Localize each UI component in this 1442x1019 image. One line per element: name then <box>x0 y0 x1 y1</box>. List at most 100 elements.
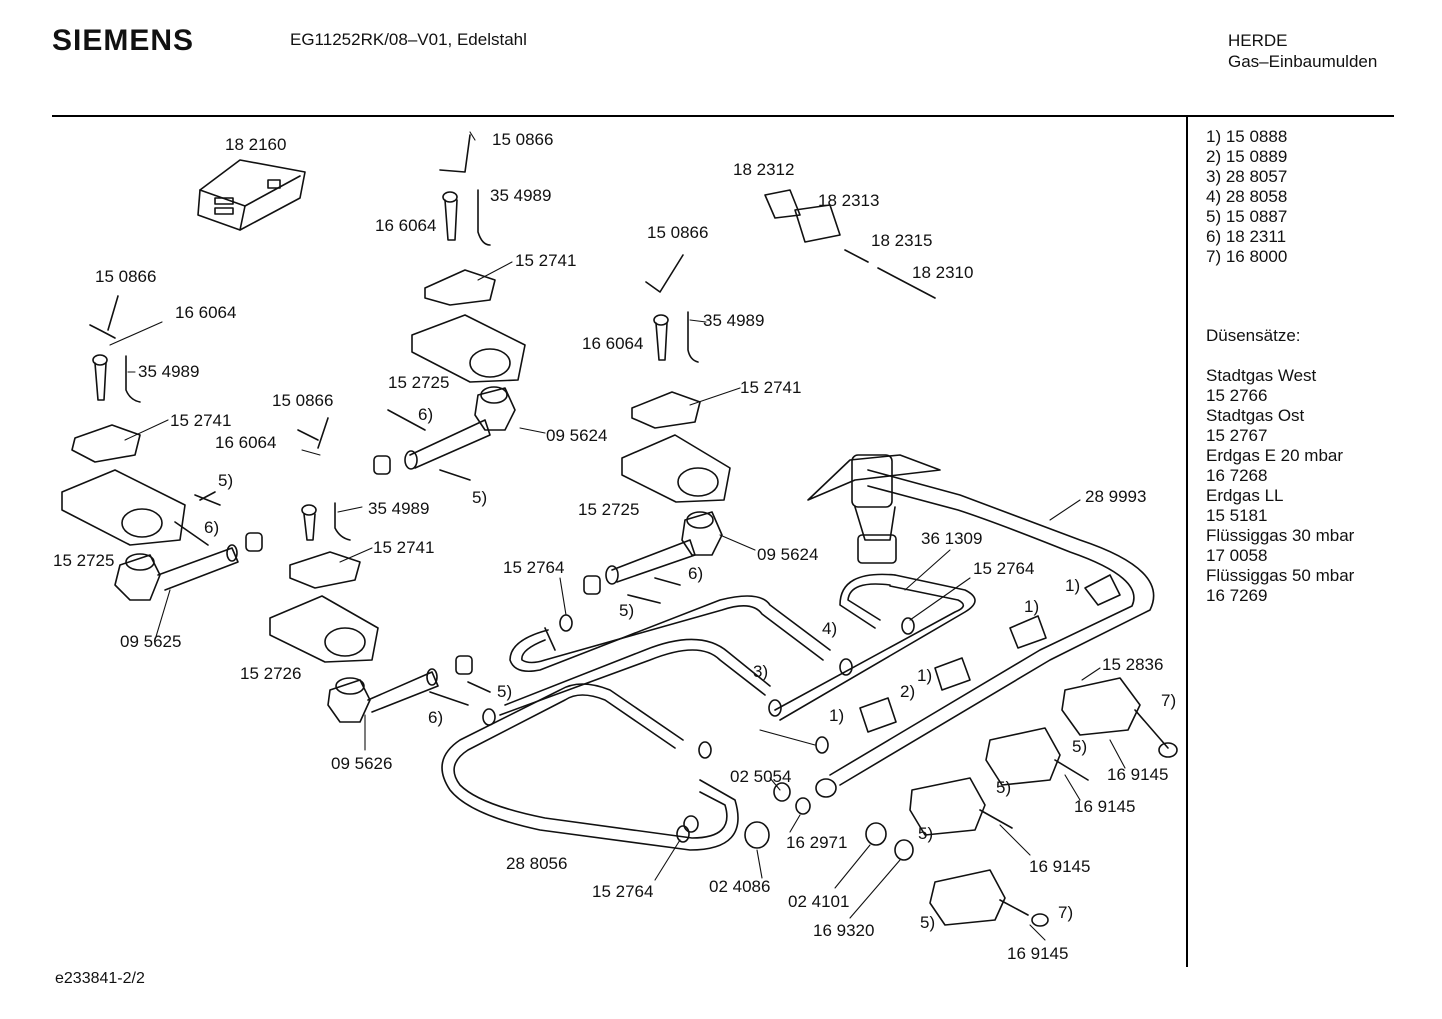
part-label: 4) <box>822 619 837 638</box>
part-label: 09 5626 <box>331 754 392 773</box>
part-label: 5) <box>1072 737 1087 756</box>
part-label: 5) <box>619 601 634 620</box>
part-label: 3) <box>753 662 768 681</box>
note-item: 4) 28 8058 <box>1206 187 1288 206</box>
part-label: 16 6064 <box>215 433 276 452</box>
nozzle-set-item: Stadtgas Ost <box>1206 406 1305 425</box>
part-label: 15 0866 <box>647 223 708 242</box>
part-label: 16 6064 <box>582 334 643 353</box>
header-rule <box>52 115 1394 117</box>
ignition-parts <box>764 189 936 299</box>
part-label: 5) <box>497 682 512 701</box>
gas-valve-4 <box>929 869 1049 927</box>
part-label: 28 9993 <box>1085 487 1146 506</box>
nozzle-set-item: 15 2766 <box>1206 386 1268 405</box>
notes-list: 1) 15 0888 2) 15 0889 3) 28 8057 4) 28 8… <box>1206 127 1287 267</box>
nozzle-set-item: 17 0058 <box>1206 546 1268 565</box>
diagram-label-layer: 18 2160 15 0866 35 4989 16 6064 15 2741 … <box>53 130 1176 963</box>
note-item: 6) 18 2311 <box>1206 227 1287 246</box>
category-line-1: HERDE <box>1228 31 1288 50</box>
burner-group-center <box>373 134 526 481</box>
part-label: 36 1309 <box>921 529 982 548</box>
part-label: 16 2971 <box>786 833 847 852</box>
part-label: 16 9320 <box>813 921 874 940</box>
part-label: 15 2741 <box>373 538 434 557</box>
part-label: 18 2312 <box>733 160 794 179</box>
nozzle-set-item: Erdgas LL <box>1206 486 1284 505</box>
part-label: 16 6064 <box>375 216 436 235</box>
nozzle-set-item: 16 7269 <box>1206 586 1268 605</box>
nozzle-heading: Düsensätze: <box>1206 326 1301 345</box>
housing-18-2160 <box>197 159 306 231</box>
model-title: EG11252RK/08–V01, Edelstahl <box>290 30 527 49</box>
part-label: 6) <box>418 405 433 424</box>
part-label: 16 9145 <box>1074 797 1135 816</box>
part-label: 02 5054 <box>730 767 791 786</box>
part-label: 28 8056 <box>506 854 567 873</box>
part-label: 16 9145 <box>1029 857 1090 876</box>
nozzle-set-item: 16 7268 <box>1206 466 1268 485</box>
part-label: 1) <box>917 666 932 685</box>
part-label: 5) <box>996 778 1011 797</box>
nozzle-set-item: Flüssiggas 30 mbar <box>1206 526 1355 545</box>
note-item: 2) 15 0889 <box>1206 147 1288 166</box>
stand-bracket <box>807 454 941 564</box>
nozzle-set-item: Erdgas E 20 mbar <box>1206 446 1344 465</box>
part-label: 18 2160 <box>225 135 286 154</box>
note-item: 1) 15 0888 <box>1206 127 1288 146</box>
part-label: 35 4989 <box>138 362 199 381</box>
part-label: 1) <box>1065 576 1080 595</box>
part-label: 15 2741 <box>170 411 231 430</box>
gas-valve-1 <box>1061 677 1178 758</box>
burner-group-left <box>61 295 263 601</box>
note-item: 7) 16 8000 <box>1206 247 1288 266</box>
leader-lines <box>109 131 1126 941</box>
part-label: 15 2764 <box>592 882 653 901</box>
part-label: 15 0866 <box>492 130 553 149</box>
side-divider <box>1186 117 1188 967</box>
nozzle-set-item: Flüssiggas 50 mbar <box>1206 566 1355 585</box>
part-label: 15 2741 <box>515 251 576 270</box>
part-label: 7) <box>1058 903 1073 922</box>
part-label: 02 4086 <box>709 877 770 896</box>
part-label: 02 4101 <box>788 892 849 911</box>
part-label: 5) <box>218 471 233 490</box>
part-label: 5) <box>472 488 487 507</box>
part-label: 6) <box>204 518 219 537</box>
part-label: 5) <box>920 913 935 932</box>
part-label: 15 2726 <box>240 664 301 683</box>
gas-valve-2 <box>985 727 1089 786</box>
part-label: 15 2836 <box>1102 655 1163 674</box>
part-label: 6) <box>428 708 443 727</box>
part-label: 1) <box>1024 597 1039 616</box>
brand-logo: SIEMENS <box>52 24 195 57</box>
part-label: 15 2741 <box>740 378 801 397</box>
part-label: 15 2725 <box>53 551 114 570</box>
part-label: 16 6064 <box>175 303 236 322</box>
part-label: 15 2725 <box>578 500 639 519</box>
document-id: e233841-2/2 <box>55 970 145 987</box>
part-label: 35 4989 <box>368 499 429 518</box>
part-label: 15 0866 <box>95 267 156 286</box>
burner-group-right-center <box>583 254 731 604</box>
part-label: 18 2310 <box>912 263 973 282</box>
category-line-2: Gas–Einbaumulden <box>1228 52 1378 71</box>
part-label: 15 2725 <box>388 373 449 392</box>
note-item: 5) 15 0887 <box>1206 207 1288 226</box>
part-label: 15 2764 <box>503 558 564 577</box>
part-label: 7) <box>1161 691 1176 710</box>
part-label: 18 2313 <box>818 191 879 210</box>
part-label: 35 4989 <box>703 311 764 330</box>
burner-group-center-left <box>269 417 491 723</box>
nozzle-set-item: Stadtgas West <box>1206 366 1317 385</box>
part-label: 2) <box>900 682 915 701</box>
nozzle-set-item: 15 5181 <box>1206 506 1268 525</box>
category-label: HERDE Gas–Einbaumulden <box>1228 30 1377 72</box>
part-label: 5) <box>918 824 933 843</box>
part-label: 15 2764 <box>973 559 1034 578</box>
part-label: 15 0866 <box>272 391 333 410</box>
part-label: 1) <box>829 706 844 725</box>
gas-valve-3 <box>909 777 1013 836</box>
part-label: 09 5624 <box>546 426 607 445</box>
